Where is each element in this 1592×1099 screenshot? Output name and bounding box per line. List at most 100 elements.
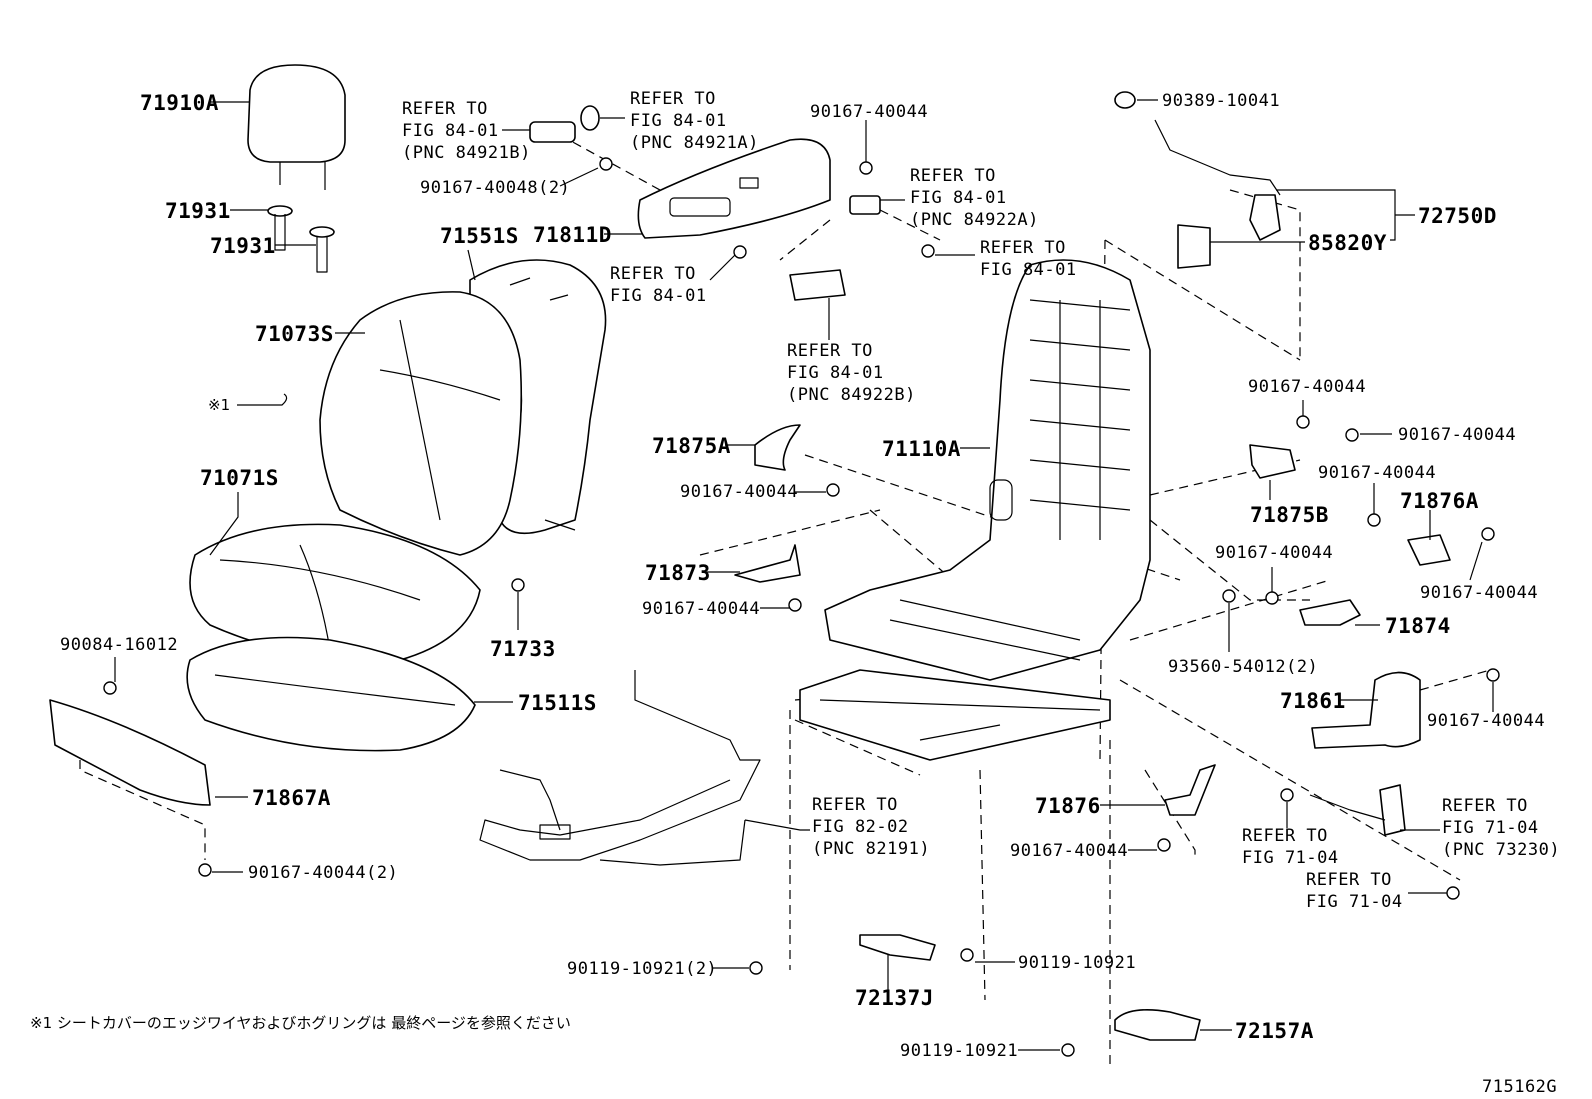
label-90167-40044-i: 90167-40044 (1010, 841, 1128, 861)
bracket-71874 (1299, 599, 1361, 626)
ref-84922B-line3: (PNC 84922B) (787, 385, 916, 405)
ref-84-01-right-line1: REFER TO (980, 238, 1066, 258)
label-90119-10921-2: 90119-10921(2) (567, 959, 717, 979)
label-90167-40044-h: 90167-40044 (1427, 711, 1545, 731)
label-90119-10921-b: 90119-10921 (1018, 953, 1136, 973)
bracket-71873 (734, 544, 801, 583)
label-90167-40044-2-left: 90167-40044(2) (248, 863, 398, 883)
label-71551S: 71551S (440, 224, 519, 248)
label-71873: 71873 (645, 561, 711, 585)
ref-84-01-mid-line2: FIG 84-01 (610, 286, 707, 306)
cushion-pad-71511S (186, 636, 476, 752)
label-71861: 71861 (1280, 689, 1346, 713)
label-72750D: 72750D (1418, 204, 1497, 228)
wire-harness-82191 (479, 670, 761, 866)
label-71811D: 71811D (533, 223, 612, 247)
ref-84-01-right-line2: FIG 84-01 (980, 260, 1077, 280)
ref-84921A-line3: (PNC 84921A) (630, 133, 759, 153)
ref-84921B-line3: (PNC 84921B) (402, 143, 531, 163)
label-90167-40044-a: 90167-40044 (680, 482, 798, 502)
motor-85820Y (1177, 224, 1211, 269)
label-90167-40044-e: 90167-40044 (1318, 463, 1436, 483)
ref-73230-line2: FIG 71-04 (1442, 818, 1539, 838)
seat-frame-71110A (824, 259, 1151, 681)
headrest-71910A (247, 64, 346, 190)
ref-82191-line3: (PNC 82191) (812, 839, 930, 859)
lumbar-cable-72750D (1114, 91, 1281, 241)
label-71110A: 71110A (882, 437, 961, 461)
switch-84922A (849, 195, 881, 215)
ref-82191-line1: REFER TO (812, 795, 898, 815)
ref-84922A-line2: FIG 84-01 (910, 188, 1007, 208)
label-71876: 71876 (1035, 794, 1101, 818)
label-90167-40044-top: 90167-40044 (810, 102, 928, 122)
bracket-71875B (1249, 444, 1296, 479)
label-90167-40044-c: 90167-40044 (1248, 377, 1366, 397)
ref-71-04-b-line2: FIG 71-04 (1306, 892, 1403, 912)
switch-knob-84921A (580, 105, 600, 131)
label-71910A: 71910A (140, 91, 219, 115)
bolts (103, 157, 1500, 1057)
ref-84921A-line1: REFER TO (630, 89, 716, 109)
label-90167-40044-f: 90167-40044 (1215, 543, 1333, 563)
label-71874: 71874 (1385, 614, 1451, 638)
label-71073S: 71073S (255, 322, 334, 346)
label-90084-16012: 90084-16012 (60, 635, 178, 655)
switch-cover-71811D (637, 138, 831, 239)
ref-84922B-line1: REFER TO (787, 341, 873, 361)
label-90389-10041: 90389-10041 (1162, 91, 1280, 111)
label-90167-40044-b: 90167-40044 (642, 599, 760, 619)
label-90167-40048-2: 90167-40048(2) (420, 178, 570, 198)
label-71733: 71733 (490, 637, 556, 661)
bracket-71875A (754, 424, 801, 471)
label-72157A: 72157A (1235, 1019, 1314, 1043)
belt-buckle-73230 (1309, 784, 1406, 836)
ref-82191-line2: FIG 82-02 (812, 817, 909, 837)
label-71876A: 71876A (1400, 489, 1479, 513)
figure-id: 715162G (1482, 1077, 1557, 1097)
ref-84-01-mid-line1: REFER TO (610, 264, 696, 284)
ref-84922B-line2: FIG 84-01 (787, 363, 884, 383)
label-71931-a: 71931 (165, 199, 231, 223)
asterisk-marker: ※1 (208, 396, 230, 414)
switch-knob-84921B (529, 121, 576, 143)
switch-84922B (789, 269, 846, 301)
label-71071S: 71071S (200, 466, 279, 490)
label-90119-10921-c: 90119-10921 (900, 1041, 1018, 1061)
hook-71733 (511, 578, 525, 592)
label-71867A: 71867A (252, 786, 331, 810)
ref-71-04-b-line1: REFER TO (1306, 870, 1392, 890)
ref-84922A-line3: (PNC 84922A) (910, 210, 1039, 230)
part-labels: 71910A 71931 71931 71551S 71073S 71071S … (60, 91, 1545, 1061)
headrest-guide-71931-b (309, 226, 335, 273)
footnote: ※1 シートカバーのエッジワイヤおよびホグリングは 最終ページを参照ください (30, 1014, 571, 1032)
headrest-guide-71931-a (267, 205, 293, 251)
ref-84921B-line1: REFER TO (402, 99, 488, 119)
bracket-71876A (1407, 534, 1451, 566)
label-90167-40044-d: 90167-40044 (1398, 425, 1516, 445)
label-72137J: 72137J (855, 986, 934, 1010)
label-71875B: 71875B (1250, 503, 1329, 527)
ref-73230-line1: REFER TO (1442, 796, 1528, 816)
label-85820Y: 85820Y (1308, 231, 1387, 255)
ref-73230-line3: (PNC 73230) (1442, 840, 1560, 860)
label-71875A: 71875A (652, 434, 731, 458)
seatback-cover-71073S (319, 291, 523, 556)
cushion-cover-71071S (189, 523, 481, 662)
label-71931-b: 71931 (210, 234, 276, 258)
bracket-71876 (1164, 764, 1216, 816)
ref-84921B-line2: FIG 84-01 (402, 121, 499, 141)
cover-72137J (859, 934, 936, 961)
cover-72157A (1114, 1009, 1201, 1041)
seat-track (799, 669, 1111, 761)
ref-71-04-a-line1: REFER TO (1242, 826, 1328, 846)
ref-84922A-line1: REFER TO (910, 166, 996, 186)
ref-84921A-line2: FIG 84-01 (630, 111, 727, 131)
label-93560-54012-2: 93560-54012(2) (1168, 657, 1318, 677)
cover-71861 (1311, 671, 1421, 749)
label-90167-40044-g: 90167-40044 (1420, 583, 1538, 603)
refer-to-notes: REFER TO FIG 84-01 (PNC 84921B) REFER TO… (402, 89, 1560, 912)
shield-71867A (49, 699, 211, 806)
label-71511S: 71511S (518, 691, 597, 715)
